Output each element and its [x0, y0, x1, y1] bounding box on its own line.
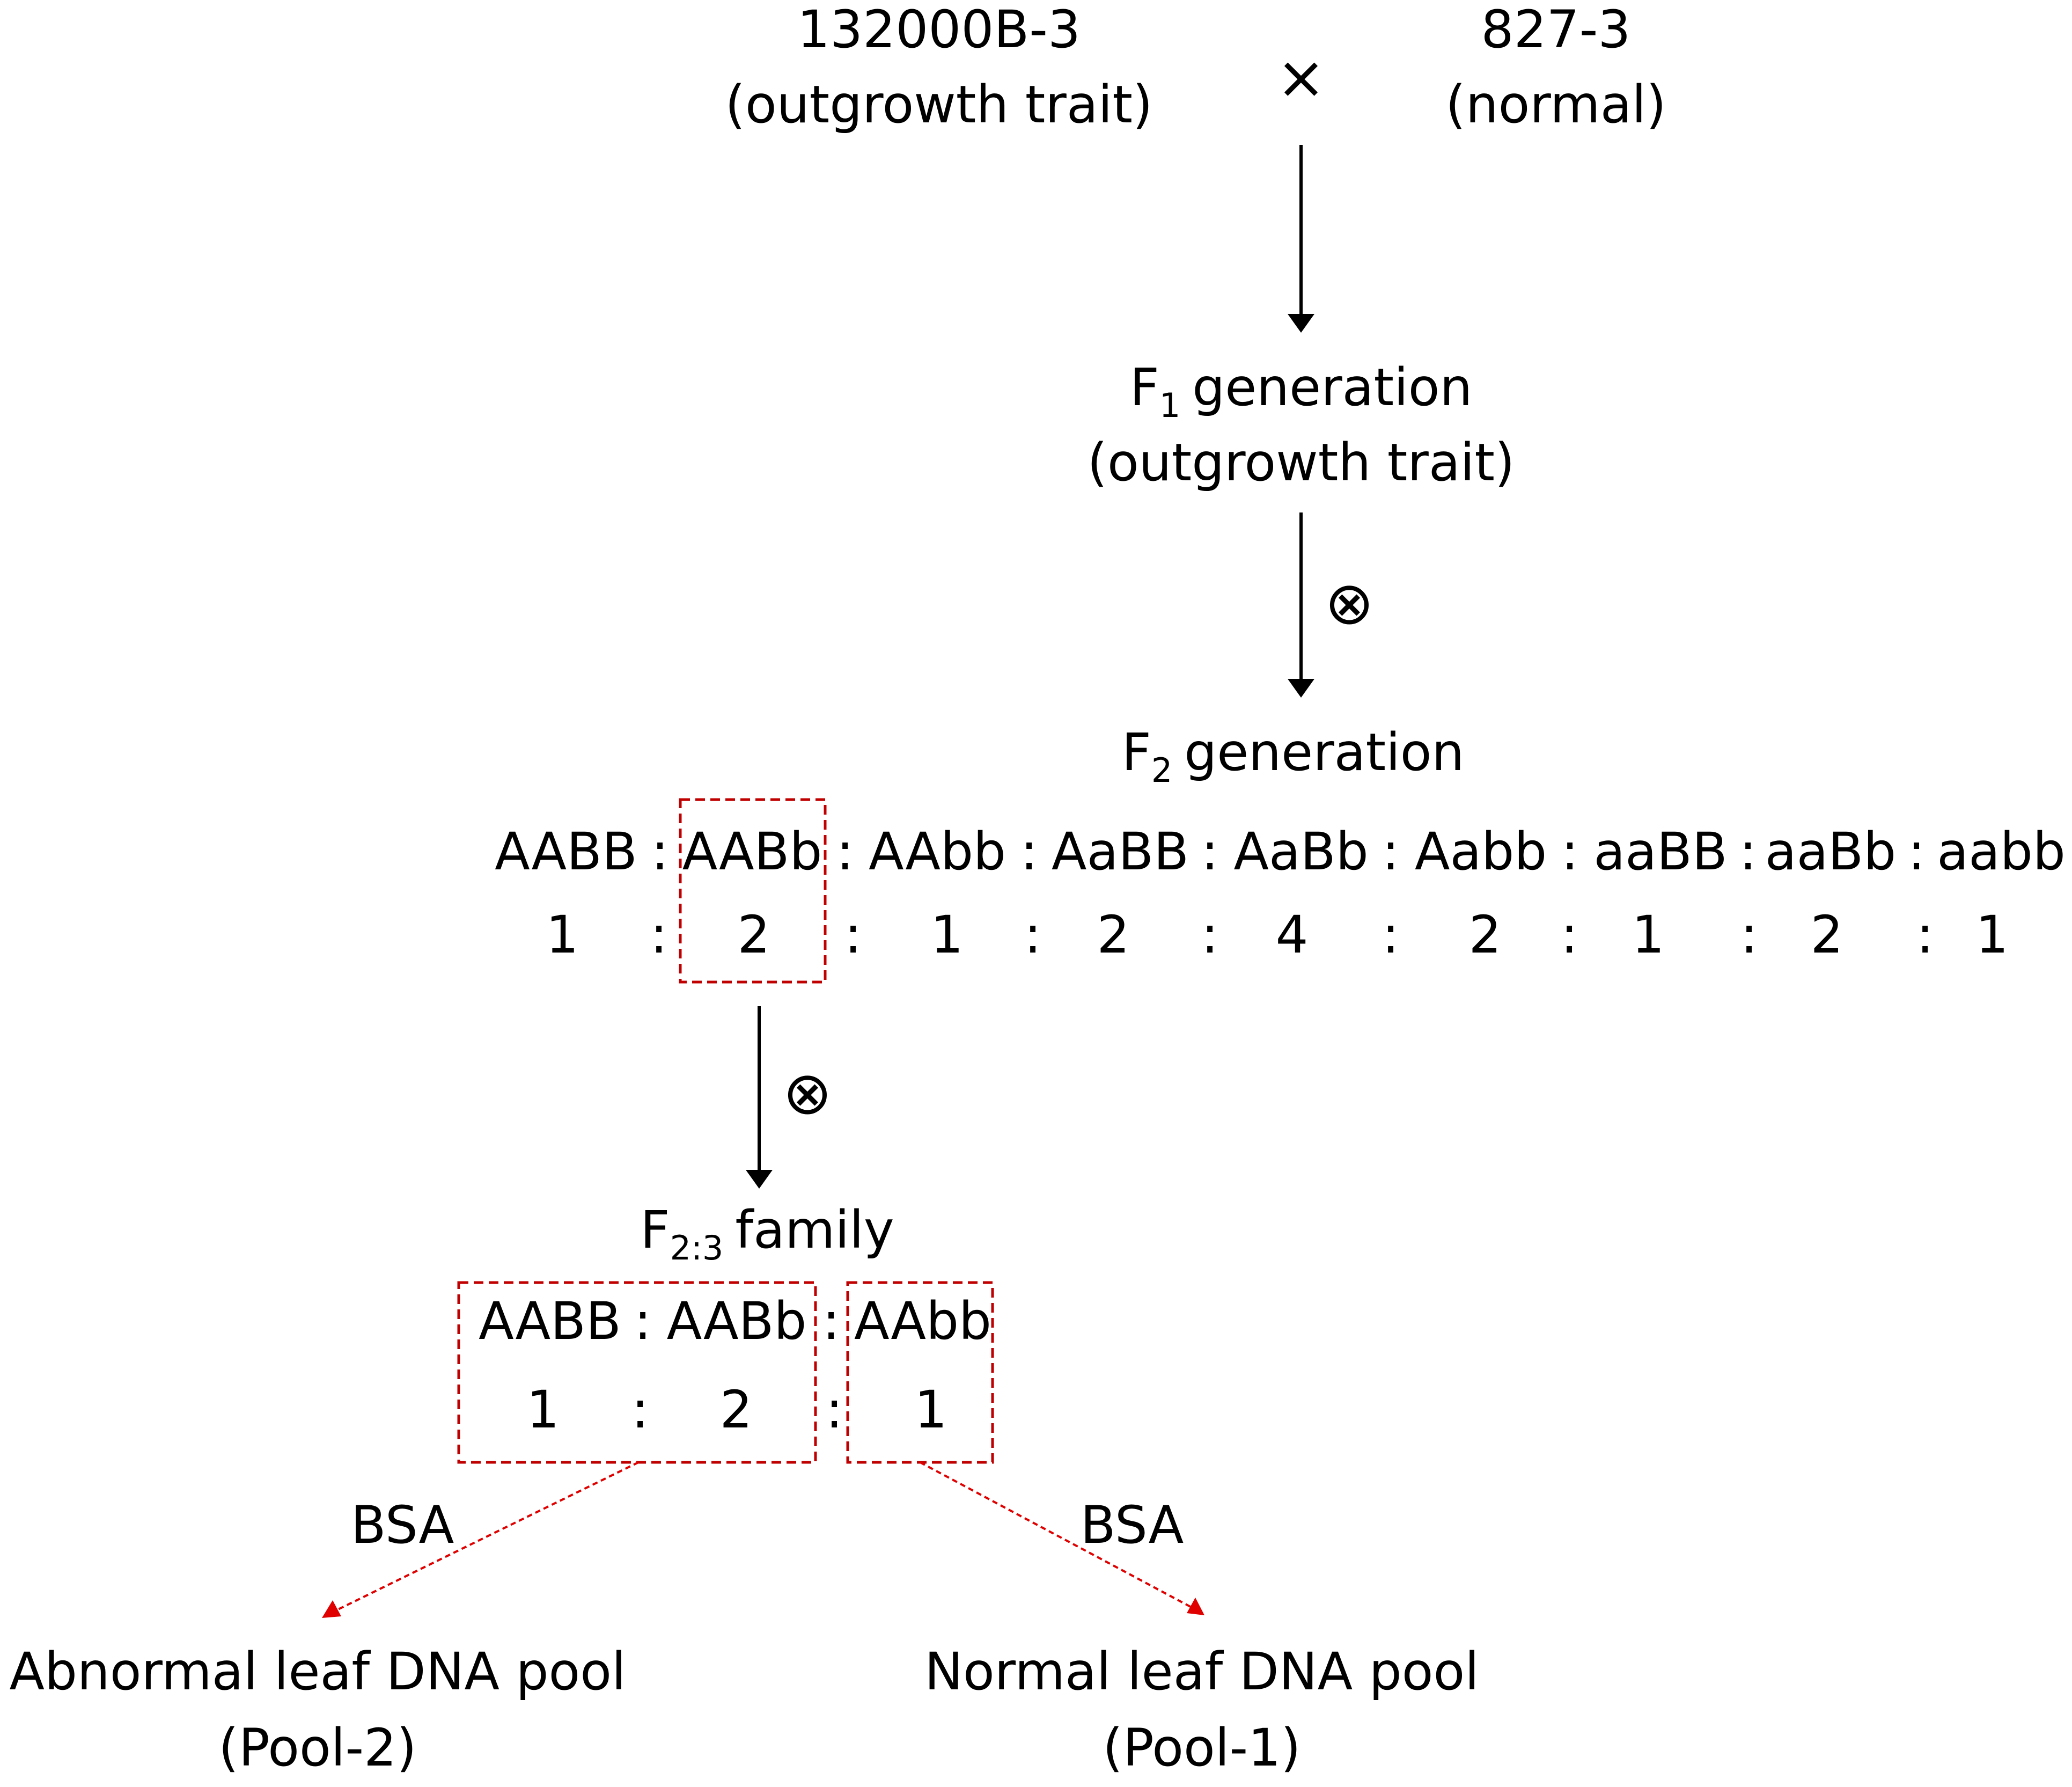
f2-ratio: 2 — [1468, 905, 1501, 965]
f1-to-f2-arrowhead — [1288, 679, 1314, 698]
bsa-arrow-right — [920, 1461, 1197, 1611]
f2-separator: : — [1382, 822, 1399, 882]
f23-ratio-row: 1: 2: 1 — [526, 1380, 947, 1440]
f2-selected-genotype-box — [679, 798, 827, 984]
cross-to-f1-arrowhead — [1288, 314, 1314, 333]
f2-ratio: 1 — [1632, 905, 1664, 965]
f2-separator: : — [1020, 822, 1038, 882]
f2-separator: : — [1739, 822, 1757, 882]
bsa-arrow-left — [331, 1461, 639, 1614]
f2-genotype: AAbb — [869, 822, 1006, 882]
f2-ratio: 1 — [1975, 905, 2008, 965]
f2-genotype: AaBb — [1233, 822, 1368, 882]
f2-ratio-separator: : — [650, 905, 667, 965]
f23-separator: : — [822, 1291, 840, 1351]
f23-subscript: 2:3 — [670, 1228, 724, 1268]
cross-symbol: × — [1276, 43, 1326, 112]
f2-ratio: 1 — [930, 905, 963, 965]
f2-separator: : — [1201, 822, 1218, 882]
normal-pool-id: (Pool-1) — [1103, 1718, 1300, 1778]
f2-ratio-separator: : — [1382, 905, 1399, 965]
f2-subscript: 2 — [1151, 751, 1172, 790]
f23-ratio: 2 — [719, 1380, 752, 1440]
f23-family-label: F2:3 family — [640, 1200, 894, 1268]
f2-genotype: AABB — [495, 822, 637, 882]
f23-genotype-row: AABB:AABb:AAbb — [479, 1291, 991, 1351]
f23-ratio: 1 — [526, 1380, 559, 1440]
f2-genotype: Aabb — [1415, 822, 1547, 882]
f1-label: generation — [1192, 357, 1472, 418]
f2-ratio-row: 1:2:1:2:4:2:1:2:1 — [546, 905, 2008, 965]
f2-separator: : — [836, 822, 854, 882]
f2-genotype: AaBB — [1052, 822, 1189, 882]
f2-genotype: aaBb — [1765, 822, 1896, 882]
f2-ratio: 2 — [1810, 905, 1843, 965]
f23-ratio-separator: : — [826, 1380, 843, 1440]
f2-genotype: aaBB — [1593, 822, 1727, 882]
f2-ratio: 2 — [737, 905, 770, 965]
f23-genotype: AABb — [667, 1291, 807, 1351]
f23-base: F — [640, 1200, 670, 1260]
female-parent-trait: (outgrowth trait) — [725, 75, 1153, 135]
f2-ratio-separator: : — [1916, 905, 1934, 965]
f2-genotype-row: AABB:AABb:AAbb:AaBB:AaBb:Aabb:aaBB:aaBb:… — [495, 822, 2066, 882]
f2-ratio: 1 — [546, 905, 578, 965]
f2-label: generation — [1184, 722, 1464, 782]
f2-generation-label: F2 generation — [1122, 722, 1465, 790]
female-parent-name: 132000B-3 — [797, 0, 1081, 60]
f23-genotype: AAbb — [854, 1291, 991, 1351]
f2-separator: : — [651, 822, 668, 882]
f2-ratio-separator: : — [1740, 905, 1758, 965]
f2-ratio-separator: : — [844, 905, 862, 965]
f23-separator: : — [634, 1291, 651, 1351]
f1-base: F — [1130, 357, 1159, 418]
f2-to-f23-arrowhead — [746, 1170, 773, 1189]
f2-separator: : — [1908, 822, 1925, 882]
f23-ratio-separator: : — [631, 1380, 649, 1440]
f2-base: F — [1122, 722, 1151, 782]
f2-ratio: 2 — [1097, 905, 1129, 965]
f2-separator: : — [1561, 822, 1578, 882]
abnormal-pool-id: (Pool-2) — [218, 1718, 416, 1778]
f23-label: family — [735, 1200, 894, 1260]
f2-ratio: 4 — [1275, 905, 1308, 965]
f23-genotype: AABB — [479, 1291, 621, 1351]
f1-trait: (outgrowth trait) — [1088, 433, 1515, 493]
male-parent-name: 827-3 — [1481, 0, 1631, 60]
abnormal-pool-name: Abnormal leaf DNA pool — [9, 1642, 626, 1702]
f1-generation-label: F1 generation — [1130, 357, 1473, 425]
f2-ratio-separator: : — [1561, 905, 1578, 965]
f2-genotype: AABb — [682, 822, 822, 882]
f1-subscript: 1 — [1159, 386, 1180, 425]
f1-selfing-symbol: ⊗ — [1325, 569, 1374, 638]
bsa-label-left: BSA — [351, 1495, 454, 1555]
normal-pool-name: Normal leaf DNA pool — [924, 1642, 1479, 1702]
f2-selfing-symbol: ⊗ — [783, 1059, 832, 1127]
f23-ratio: 1 — [914, 1380, 947, 1440]
bsa-arrowhead-right — [1187, 1598, 1204, 1615]
f2-ratio-separator: : — [1201, 905, 1218, 965]
bsa-label-right: BSA — [1081, 1495, 1184, 1555]
f2-ratio-separator: : — [1024, 905, 1041, 965]
male-parent-trait: (normal) — [1445, 75, 1666, 135]
f2-genotype: aabb — [1937, 822, 2066, 882]
bsa-arrowhead-left — [322, 1600, 341, 1618]
